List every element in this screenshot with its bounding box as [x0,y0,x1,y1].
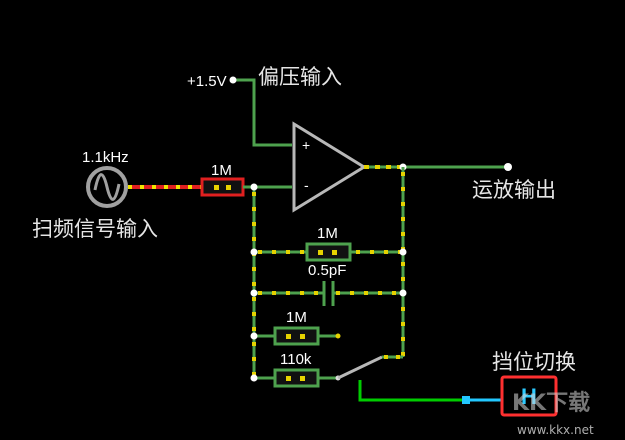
r-feedback-1-mark-1 [318,250,323,255]
sine-wave-icon [93,173,121,201]
opamp-plus-sign: + [302,137,310,153]
r-input-mark-1 [214,185,219,190]
range-switch-toggle[interactable] [500,375,558,417]
bias-wire [233,78,292,147]
r-feedback-2-resistor[interactable] [273,326,320,346]
r-feedback-2-label: 1M [286,309,307,326]
branch1-left-node [250,248,258,256]
branch3-left-node [250,332,258,340]
r-feedback-1-resistor[interactable] [305,242,352,262]
bias-input-label: 偏压输入 [258,65,342,89]
branch1-right-node [399,248,407,256]
opamp-triangle[interactable] [292,121,367,213]
r-feedback-1-label: 1M [317,225,338,242]
r-feedback-3-mark-2 [300,376,305,381]
opamp-minus-sign: - [304,177,309,193]
inverting-node [250,183,258,191]
branch2-left-node [250,289,258,297]
r-input-resistor[interactable] [200,177,245,197]
branch4-left-node [250,374,258,382]
control-junction [462,396,470,404]
branch3-switch-contact [335,333,341,339]
opamp-output-label: 运放输出 [472,178,556,202]
sweep-input-label: 扫频信号输入 [32,217,158,241]
cap-feedback-label: 0.5pF [308,262,346,279]
r-input-mark-2 [226,185,231,190]
frequency-label: 1.1kHz [82,149,129,166]
r-feedback-3-mark-1 [286,376,291,381]
branch2-right-node [399,289,407,297]
r-feedback-2-mark-1 [286,334,291,339]
r-feedback-3-resistor[interactable] [273,368,320,388]
watermark-url: www.kkx.net [517,423,594,437]
supply-label: +1.5V [187,73,227,90]
supply-node[interactable] [229,76,237,84]
range-switch-state: H [521,384,537,409]
r-input-label: 1M [211,162,232,179]
switch-control-wire [358,380,466,402]
r-feedback-3-label: 110k [280,351,312,368]
range-switch-label: 挡位切换 [492,350,576,374]
r-feedback-1-mark-2 [332,250,337,255]
watermark-brand: KK下载 [512,390,590,416]
range-switch-lever[interactable] [337,355,383,380]
r-feedback-2-mark-2 [300,334,305,339]
output-terminal[interactable] [504,163,512,171]
